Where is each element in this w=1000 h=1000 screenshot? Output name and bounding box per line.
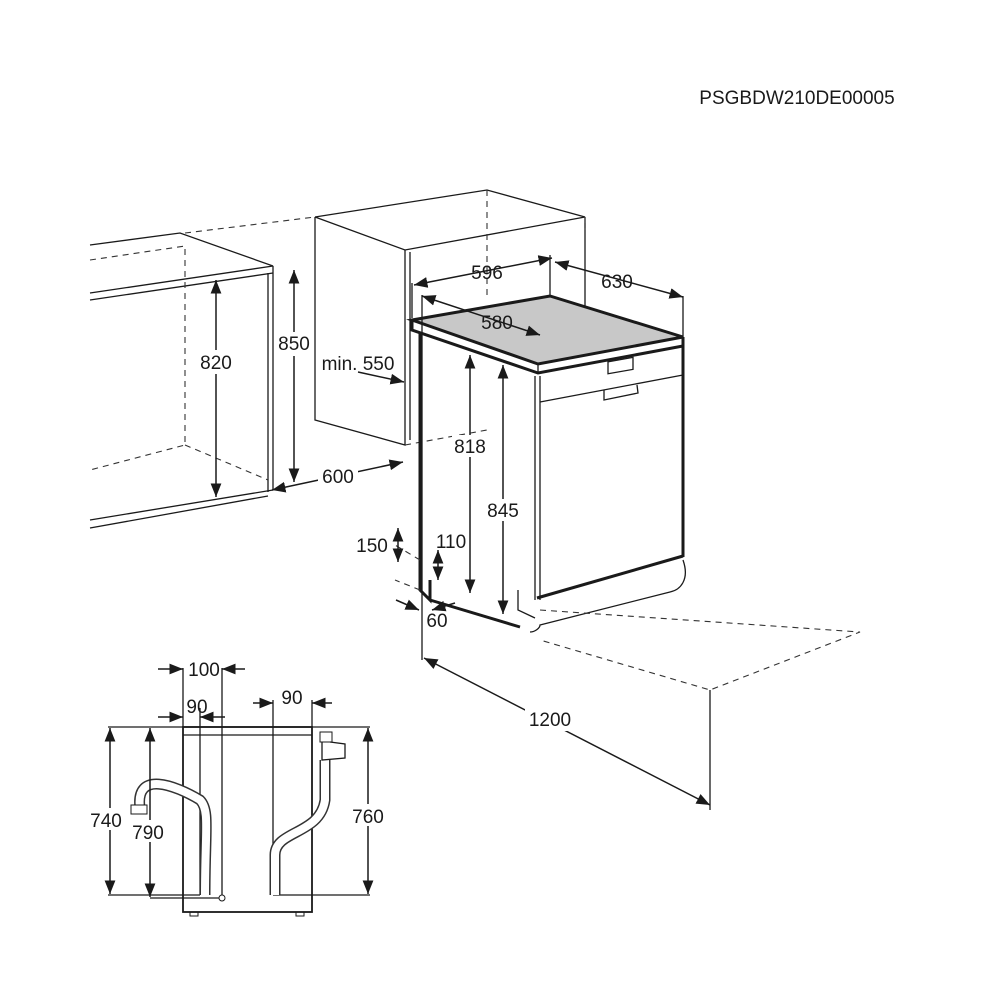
dim-rear-100: 100 bbox=[188, 660, 220, 681]
dim-rear-740: 740 bbox=[90, 811, 122, 832]
dim-depth-60: 60 bbox=[426, 611, 447, 632]
dim-min-550: min. 550 bbox=[322, 354, 395, 375]
rear-view bbox=[104, 663, 374, 917]
dim-height-845: 845 bbox=[487, 501, 519, 522]
dim-niche-850: 850 bbox=[278, 334, 310, 355]
dim-rear-790: 790 bbox=[132, 823, 164, 844]
dim-depth-630: 630 bbox=[601, 272, 633, 293]
dishwasher bbox=[394, 294, 861, 691]
dim-niche-width-600: 600 bbox=[322, 467, 354, 488]
dim-rear-760: 760 bbox=[352, 807, 384, 828]
dim-rear-90-left: 90 bbox=[186, 697, 207, 718]
dim-plinth-110: 110 bbox=[436, 532, 466, 553]
dim-rear-90-right: 90 bbox=[281, 688, 302, 709]
dimension-lines bbox=[210, 255, 711, 810]
dim-door-1200: 1200 bbox=[529, 710, 571, 731]
left-cabinet bbox=[89, 216, 316, 529]
dim-height-818: 818 bbox=[454, 437, 486, 458]
dim-plinth-150: 150 bbox=[356, 536, 388, 557]
dim-niche-820: 820 bbox=[200, 353, 232, 374]
dim-width-596: 596 bbox=[471, 263, 503, 284]
dim-depth-580: 580 bbox=[481, 313, 513, 334]
diagram-code: PSGBDW210DE00005 bbox=[699, 88, 894, 109]
